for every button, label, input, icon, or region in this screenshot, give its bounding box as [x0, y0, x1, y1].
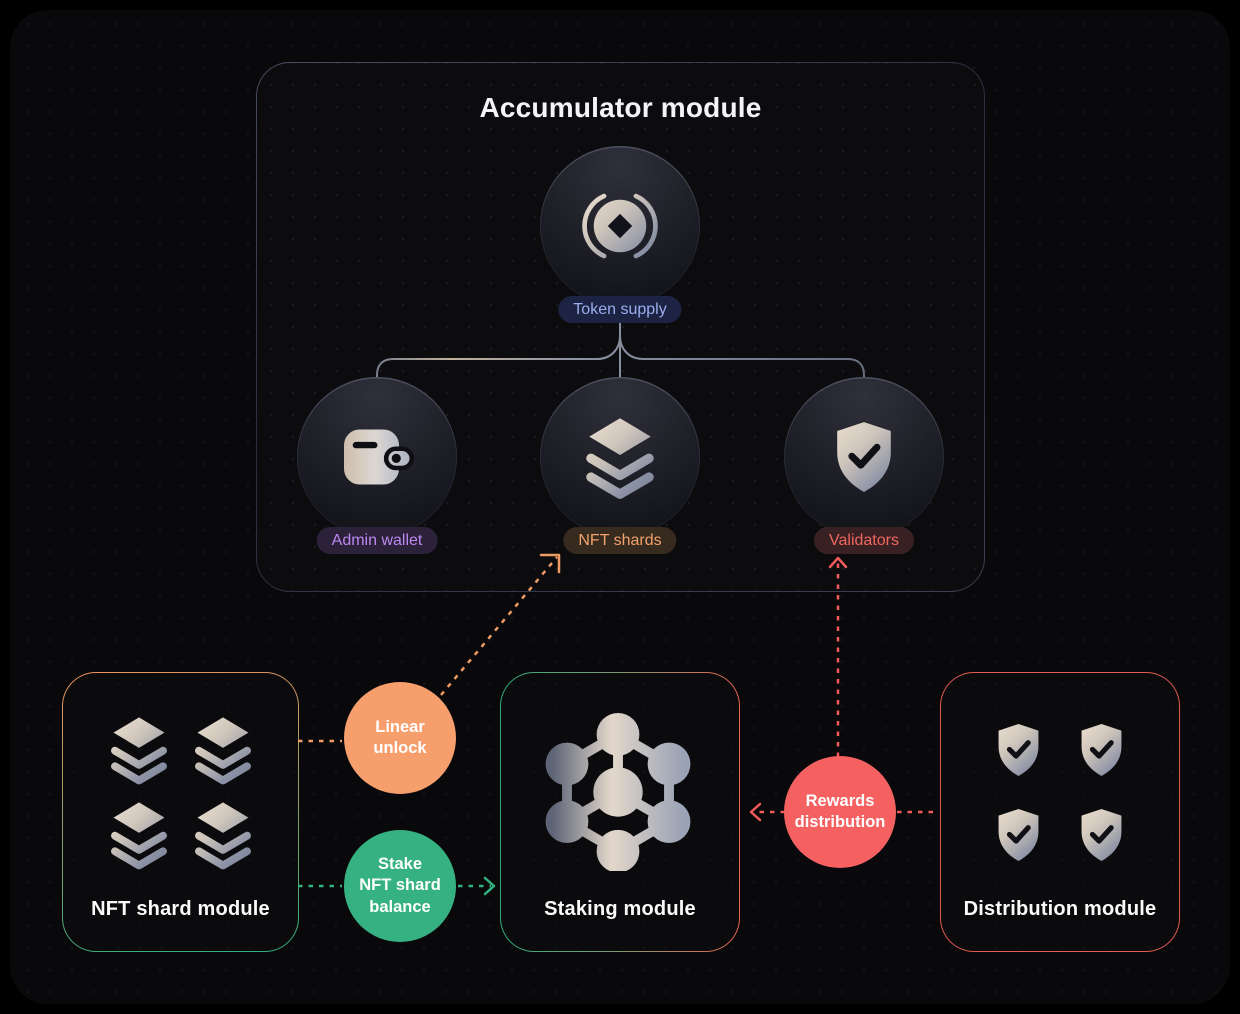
distribution-module-surface	[941, 673, 1179, 951]
shield-check-icon	[1073, 721, 1131, 779]
token-supply-pill: Token supply	[558, 296, 682, 323]
shield-check-icon	[990, 721, 1048, 779]
shield-check-icon	[825, 418, 903, 496]
admin-wallet-node	[297, 377, 457, 537]
wallet-icon	[333, 413, 421, 501]
nft-shard-icons	[105, 713, 257, 872]
layers-icon	[189, 713, 257, 787]
coin-icon	[575, 181, 665, 271]
nft-shards-node	[540, 377, 700, 537]
layers-icon	[105, 798, 173, 872]
nft-shard-module-box: NFT shard module	[62, 672, 299, 952]
rewards-distribution-bubble: Rewards distribution	[784, 756, 896, 868]
network-icon	[539, 713, 697, 873]
staking-module-label: Staking module	[544, 898, 696, 920]
linear-unlock-bubble: Linear unlock	[344, 682, 456, 794]
layers-icon	[105, 713, 173, 787]
distribution-module-label: Distribution module	[963, 898, 1157, 920]
accumulator-title: Accumulator module	[479, 92, 762, 123]
validators-pill: Validators	[814, 527, 914, 554]
accumulator-module-box: Accumulator module Token supply	[256, 62, 985, 592]
admin-wallet-pill: Admin wallet	[316, 527, 438, 554]
distribution-icons	[990, 721, 1131, 864]
shield-check-icon	[1073, 806, 1131, 864]
nft-shards-pill: NFT shards	[563, 527, 677, 554]
layers-icon	[579, 413, 661, 502]
validators-node	[784, 377, 944, 537]
nft-shard-module-surface	[63, 673, 298, 951]
stake-nft-shard-balance-bubble: Stake NFT shard balance	[344, 830, 456, 942]
distribution-module-box: Distribution module	[940, 672, 1180, 952]
staking-module-box: Staking module	[500, 672, 740, 952]
shield-check-icon	[990, 806, 1048, 864]
nft-shard-module-label: NFT shard module	[91, 898, 270, 920]
layers-icon	[189, 798, 257, 872]
token-supply-node	[540, 146, 700, 306]
